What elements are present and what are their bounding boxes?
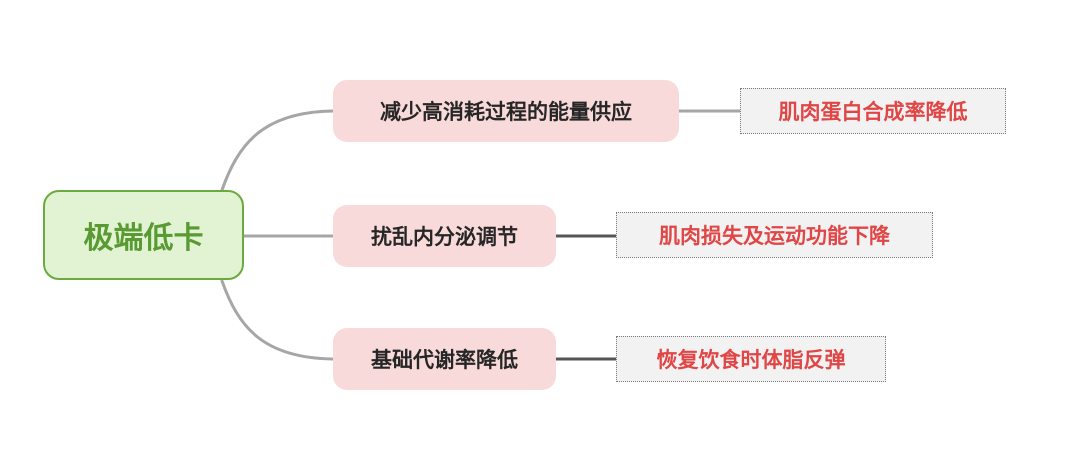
result-label: 恢复饮食时体脂反弹	[656, 348, 846, 372]
result-label: 肌肉蛋白合成率降低	[778, 100, 968, 124]
branch-node-2: 扰乱内分泌调节	[333, 205, 556, 267]
result-label: 肌肉损失及运动功能下降	[659, 224, 890, 248]
central-topic: 极端低卡	[43, 190, 244, 280]
result-node-2: 肌肉损失及运动功能下降	[616, 212, 933, 258]
branch-node-1: 减少高消耗过程的能量供应	[333, 80, 679, 142]
connector-root-branch-3	[220, 279, 335, 361]
central-topic-label: 极端低卡	[83, 221, 204, 256]
branch-node-3: 基础代谢率降低	[333, 328, 556, 390]
result-node-3: 恢复饮食时体脂反弹	[616, 336, 886, 382]
branch-label: 基础代谢率降低	[371, 348, 518, 372]
branch-label: 扰乱内分泌调节	[371, 225, 518, 249]
connector-root-branch-1	[220, 109, 335, 192]
result-node-1: 肌肉蛋白合成率降低	[740, 88, 1006, 134]
branch-label: 减少高消耗过程的能量供应	[380, 100, 632, 124]
